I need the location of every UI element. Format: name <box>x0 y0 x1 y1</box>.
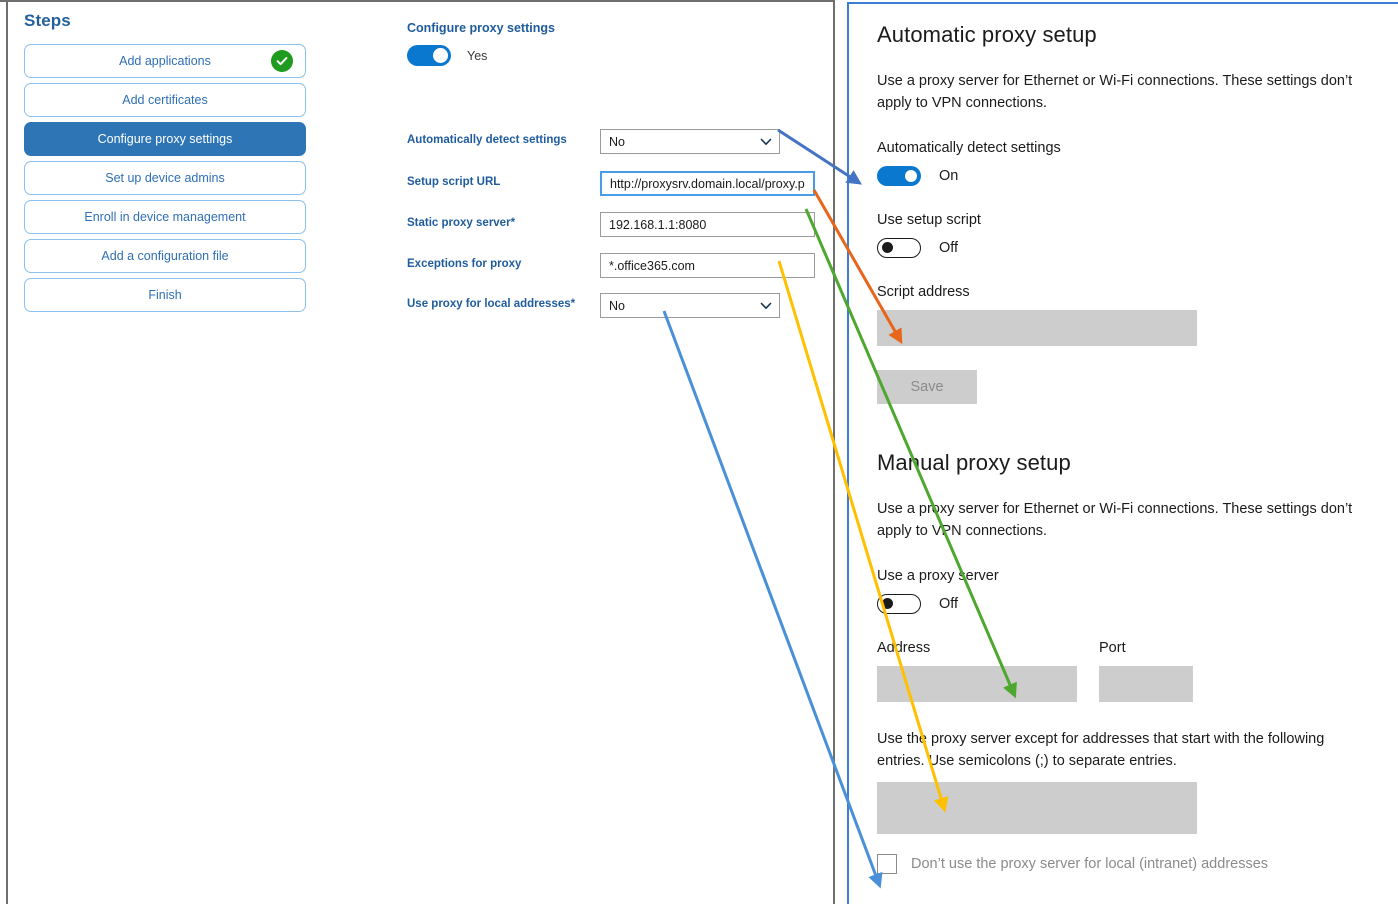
windows-proxy-settings-panel: Automatic proxy setup Use a proxy server… <box>847 2 1398 904</box>
use-a-proxy-server-label: Use a proxy server <box>877 568 999 584</box>
port-input[interactable] <box>1099 666 1193 702</box>
use-a-proxy-server-state: Off <box>939 596 959 612</box>
use-setup-script-toggle[interactable] <box>877 238 921 258</box>
automatically-detect-settings-toggle-row: On <box>877 166 1370 186</box>
form-heading: Configure proxy settings <box>407 21 555 35</box>
field-label: Exceptions for proxy <box>407 258 522 270</box>
field-label: Use proxy for local addresses* <box>407 298 576 310</box>
bypass-local-checkbox[interactable] <box>877 854 897 874</box>
steps-title: Steps <box>24 11 71 30</box>
automatically-detect-settings-state: On <box>939 168 959 184</box>
use-setup-script-label: Use setup script <box>877 212 981 228</box>
step-add-a-configuration-file[interactable]: Add a configuration file <box>24 239 306 273</box>
input-value: *.office365.com <box>609 258 695 273</box>
step-label: Add applications <box>119 54 211 68</box>
address-column: Address <box>877 640 1077 702</box>
toggle-knob <box>882 598 893 609</box>
bypass-local-label: Don’t use the proxy server for local (in… <box>911 856 1269 872</box>
steps-list: Add applications Add certificates Config… <box>24 44 306 317</box>
step-enroll-in-device-management[interactable]: Enroll in device management <box>24 200 306 234</box>
input-value: 192.168.1.1:8080 <box>609 217 707 232</box>
port-label: Port <box>1099 640 1126 656</box>
toggle-knob <box>882 242 893 253</box>
step-label: Add certificates <box>122 93 208 107</box>
setup-script-url-input[interactable]: http://proxysrv.domain.local/proxy.pa <box>600 171 815 196</box>
step-finish[interactable]: Finish <box>24 278 306 312</box>
toggle-knob <box>433 48 448 63</box>
step-configure-proxy-settings[interactable]: Configure proxy settings <box>24 122 306 156</box>
step-add-certificates[interactable]: Add certificates <box>24 83 306 117</box>
exceptions-input[interactable] <box>877 782 1197 834</box>
automatically-detect-settings-select[interactable]: No <box>600 129 780 154</box>
field-automatically-detect-settings: Automatically detect settings No <box>407 129 827 155</box>
step-label: Finish <box>148 288 182 302</box>
step-label: Enroll in device management <box>84 210 246 224</box>
port-column: Port <box>1099 640 1193 702</box>
use-proxy-for-local-addresses-select[interactable]: No <box>600 293 780 318</box>
automatically-detect-settings-label: Automatically detect settings <box>877 140 1061 156</box>
bypass-local-row: Don’t use the proxy server for local (in… <box>877 854 1370 874</box>
step-label: Add a configuration file <box>101 249 229 263</box>
automatic-proxy-description: Use a proxy server for Ethernet or Wi-Fi… <box>877 73 1353 111</box>
step-add-applications[interactable]: Add applications <box>24 44 306 78</box>
use-a-proxy-server-toggle[interactable] <box>877 594 921 614</box>
configure-proxy-toggle-row: Yes <box>407 45 487 66</box>
chevron-down-icon <box>760 136 772 148</box>
configure-proxy-toggle[interactable] <box>407 45 451 66</box>
script-address-label: Script address <box>877 284 970 300</box>
manual-proxy-description: Use a proxy server for Ethernet or Wi-Fi… <box>877 501 1353 539</box>
steps-panel: Steps Add applications Add certificates … <box>6 2 322 904</box>
select-value: No <box>609 134 625 149</box>
field-exceptions-for-proxy: Exceptions for proxy *.office365.com <box>407 253 827 279</box>
required-asterisk: * <box>570 298 576 310</box>
toggle-knob <box>905 170 917 182</box>
select-value: No <box>609 298 625 313</box>
manual-proxy-setup-heading: Manual proxy setup <box>877 450 1071 475</box>
address-input[interactable] <box>877 666 1077 702</box>
exceptions-description: Use the proxy server except for addresse… <box>877 731 1325 769</box>
address-label: Address <box>877 640 931 656</box>
field-setup-script-url: Setup script URL http://proxysrv.domain.… <box>407 171 827 197</box>
input-value: http://proxysrv.domain.local/proxy.pa <box>610 176 805 191</box>
static-proxy-server-input[interactable]: 192.168.1.1:8080 <box>600 212 815 237</box>
step-label: Configure proxy settings <box>97 132 233 146</box>
automatically-detect-settings-toggle[interactable] <box>877 166 921 186</box>
exceptions-for-proxy-input[interactable]: *.office365.com <box>600 253 815 278</box>
configure-proxy-toggle-value: Yes <box>467 48 488 63</box>
step-set-up-device-admins[interactable]: Set up device admins <box>24 161 306 195</box>
field-use-proxy-for-local-addresses: Use proxy for local addresses* No <box>407 293 827 319</box>
top-divider <box>0 0 835 2</box>
address-port-row: Address Port <box>877 640 1370 702</box>
field-static-proxy-server: Static proxy server* 192.168.1.1:8080 <box>407 212 827 238</box>
save-button[interactable]: Save <box>877 370 977 404</box>
use-setup-script-state: Off <box>939 240 959 256</box>
chevron-down-icon <box>760 300 772 312</box>
step-label: Set up device admins <box>105 171 225 185</box>
required-asterisk: * <box>510 217 516 229</box>
use-a-proxy-server-toggle-row: Off <box>877 594 1370 614</box>
use-setup-script-toggle-row: Off <box>877 238 1370 258</box>
automatic-proxy-setup-heading: Automatic proxy setup <box>877 22 1097 47</box>
script-address-input[interactable] <box>877 310 1197 346</box>
field-label: Setup script URL <box>407 176 501 188</box>
field-label: Automatically detect settings <box>407 134 567 146</box>
proxy-form-panel: Configure proxy settings Yes Automatical… <box>322 2 835 904</box>
check-circle-icon <box>271 50 293 72</box>
field-label: Static proxy server* <box>407 217 516 229</box>
